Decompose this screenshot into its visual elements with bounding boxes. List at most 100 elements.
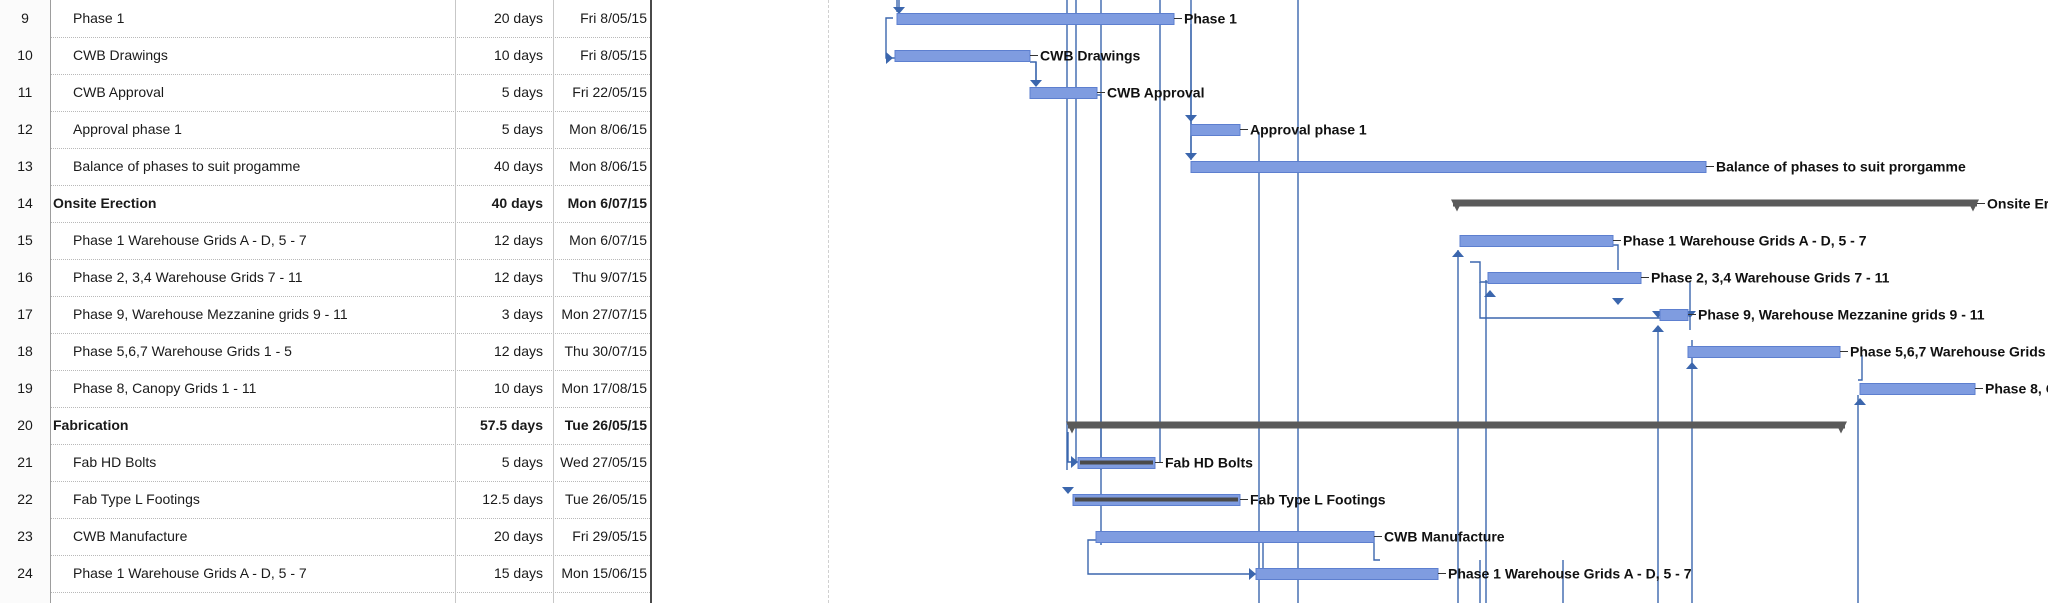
task-start: Tue 26/05/15 (564, 417, 647, 433)
task-bar (1687, 346, 1841, 358)
task-duration: 57.5 days (479, 417, 543, 433)
task-id: 20 (0, 407, 51, 444)
task-id: 15 (0, 222, 51, 259)
link-arrow (1686, 362, 1698, 369)
bar-label: Phase 9, Warehouse Mezzanine grids 9 - 1… (1698, 307, 1985, 323)
task-start: Tue 26/05/15 (565, 491, 647, 507)
progress-bar (1080, 460, 1153, 465)
summary-bar-cap (1835, 421, 1847, 434)
table-gantt-splitter[interactable] (650, 0, 652, 603)
task-start: Mon 8/06/15 (569, 121, 647, 137)
task-start: Wed 27/05/15 (560, 454, 647, 470)
task-bar (1255, 568, 1439, 580)
summary-bar (1068, 421, 1845, 429)
task-duration: 10 days (493, 47, 543, 63)
task-name: CWB Approval (73, 84, 165, 100)
task-id: 11 (0, 74, 51, 111)
link-arrow (1185, 153, 1197, 160)
task-duration: 15 days (493, 565, 543, 581)
link-arrow (1185, 115, 1197, 122)
task-duration: 3 days (501, 306, 543, 322)
task-id: 21 (0, 444, 51, 481)
task-start: Thu 9/07/15 (572, 269, 647, 285)
task-name: Phase 1 Warehouse Grids A - D, 5 - 7 (73, 232, 307, 248)
dependency-link (1479, 282, 1660, 319)
task-bar (1190, 161, 1707, 173)
bar-label: Phase 1 Warehouse Grids A - D, 5 - 7 (1448, 566, 1692, 582)
task-duration: 20 days (493, 10, 543, 26)
task-start: Mon 6/07/15 (567, 195, 647, 211)
task-duration: 5 days (501, 84, 543, 100)
bar-label: Fab Type L Footings (1250, 492, 1386, 508)
bar-label: Phase 1 (1184, 11, 1237, 27)
task-name: CWB Manufacture (73, 528, 188, 544)
link-arrow (886, 52, 893, 64)
task-id: 22 (0, 481, 51, 518)
task-id: 23 (0, 518, 51, 555)
column-separator[interactable] (455, 0, 456, 603)
task-name: Fabrication (53, 417, 129, 433)
task-bar (1095, 531, 1375, 543)
bar-label: Approval phase 1 (1250, 122, 1367, 138)
task-start: Mon 27/07/15 (561, 306, 647, 322)
summary-bar-cap (1066, 421, 1078, 434)
column-separator[interactable] (553, 0, 554, 603)
task-id: 18 (0, 333, 51, 370)
task-start: Fri 8/05/15 (580, 47, 647, 63)
bar-label: CWB Manufacture (1384, 529, 1505, 545)
task-start: Mon 17/08/15 (561, 380, 647, 396)
link-arrow (893, 7, 905, 14)
summary-bar-cap (1967, 199, 1979, 212)
task-id: 12 (0, 111, 51, 148)
task-bar (894, 50, 1031, 62)
task-duration: 12 days (493, 343, 543, 359)
task-id: 14 (0, 185, 51, 222)
task-start: Mon 6/07/15 (569, 232, 647, 248)
bar-label: Phase 1 Warehouse Grids A - D, 5 - 7 (1623, 233, 1867, 249)
link-arrow (1249, 568, 1256, 580)
dependency-link (1373, 537, 1380, 561)
dependency-link (885, 17, 895, 59)
task-id: 24 (0, 555, 51, 592)
task-duration: 40 days (491, 195, 543, 211)
bar-label: CWB Approval (1107, 85, 1204, 101)
dependency-link (1097, 94, 1102, 545)
task-id: 16 (0, 259, 51, 296)
task-row[interactable]: 18 Phase 5,6,7 Warehouse Grids 1 - 5 12 da… (0, 333, 650, 371)
link-arrow (1071, 456, 1078, 468)
task-start: Mon 15/06/15 (561, 565, 647, 581)
dependency-link (1611, 244, 1619, 270)
link-arrow (1854, 398, 1866, 405)
task-duration: 12 days (493, 269, 543, 285)
task-start: Fri 22/05/15 (572, 84, 647, 100)
link-arrow (1062, 487, 1074, 494)
task-name: Phase 5,6,7 Warehouse Grids 1 - 5 (73, 343, 292, 359)
bar-label: Onsite Er (1987, 196, 2048, 212)
task-bar (1029, 87, 1098, 99)
task-name: Phase 9, Warehouse Mezzanine grids 9 - 1… (73, 306, 348, 322)
bar-label: Fab HD Bolts (1165, 455, 1253, 471)
task-row[interactable]: 11 CWB Approval 5 days Fri 22/05/15 (0, 74, 650, 112)
task-id: 10 (0, 37, 51, 74)
task-bar (1859, 383, 1976, 395)
task-bar (1659, 309, 1689, 321)
task-name: Phase 8, Canopy Grids 1 - 11 (73, 380, 257, 396)
task-duration: 5 days (501, 121, 543, 137)
task-id: 9 (0, 0, 51, 37)
